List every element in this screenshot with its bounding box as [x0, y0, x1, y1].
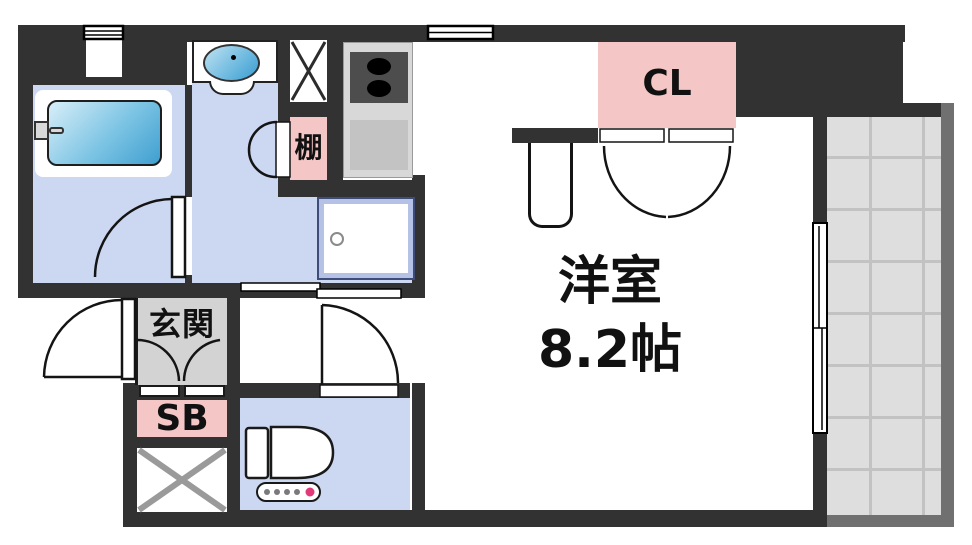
wall-top-right-block: [736, 42, 903, 117]
room-size-label: 8.2帖: [537, 320, 683, 380]
bath-window-recess: [86, 39, 122, 77]
shelf-label: 棚: [294, 131, 323, 164]
genkan-step-left: [139, 385, 180, 397]
balcony-wall-bottom: [827, 515, 954, 527]
fridge-space: [528, 143, 573, 228]
shoebox-box: [137, 400, 227, 437]
wall-bath-washroom-a: [185, 85, 192, 197]
wall-hall-kitchen-lower: [412, 383, 425, 527]
wall-bath-washroom-b: [185, 275, 192, 285]
wall-genkan-right: [227, 298, 240, 392]
wall-window-pillar-top: [813, 117, 827, 223]
toilet-floor: [240, 398, 410, 510]
washbasin-drain: [231, 55, 236, 60]
stove-burner-1: [367, 58, 391, 75]
wall-sanitary-bottom: [18, 283, 420, 298]
wall-washroom-right: [278, 40, 290, 197]
closet-box: [598, 42, 736, 128]
wall-under-kitchen: [278, 180, 425, 197]
wall-window-pillar-bottom: [813, 433, 827, 527]
entrance-label: 玄関: [148, 305, 215, 343]
bathtub: [47, 100, 162, 166]
shelf-box: [290, 117, 327, 180]
wall-top: [18, 25, 905, 42]
balcony-sliding-window-icon: [812, 222, 828, 434]
pipe-shaft-bottom: [137, 448, 227, 512]
balcony-wall-right: [941, 103, 954, 527]
wall-left: [18, 42, 33, 298]
wall-balcony-top-bar: [903, 103, 941, 117]
closet-label: CL: [642, 63, 692, 104]
wall-hall-kitchen-upper: [412, 175, 425, 298]
pipe-shaft-top: [290, 40, 327, 102]
closet-double-door-icon: [599, 128, 734, 219]
bath-faucet: [34, 121, 49, 140]
genkan-step-right: [184, 385, 225, 397]
balcony-floor: [827, 117, 941, 515]
wall-bottom: [227, 510, 827, 527]
laundry-pan-drain: [330, 232, 344, 246]
washbasin-bowl: [203, 44, 260, 82]
wall-toilet-top: [240, 383, 410, 398]
wall-cl-stub: [512, 128, 598, 143]
kitchen-sink: [350, 120, 408, 170]
entrance-door-icon: [42, 297, 137, 381]
washbasin-front-bump: [209, 81, 255, 95]
stove-burner-2: [367, 80, 391, 97]
shoebox-label: SB: [155, 397, 209, 439]
wall-shelf-top-gap: [290, 102, 327, 117]
washroom-floor: [192, 83, 278, 283]
wall-shelf-right: [327, 40, 343, 180]
room-name-label: 洋室: [557, 252, 662, 312]
bath-faucet-spout: [49, 127, 64, 134]
